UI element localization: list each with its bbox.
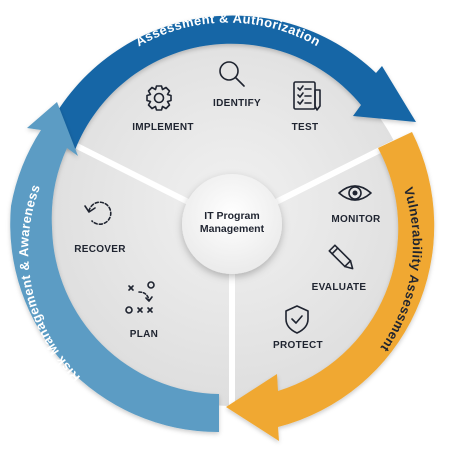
item-evaluate-label: EVALUATE [312, 282, 367, 293]
item-test-label: TEST [292, 122, 319, 133]
item-plan-label: PLAN [130, 329, 158, 340]
arc-risk-management-awareness [10, 102, 220, 433]
checklist-icon [293, 81, 321, 111]
eye-icon [338, 185, 372, 201]
magnifier-icon [219, 61, 245, 87]
center-title-line1: IT Program [204, 210, 259, 222]
item-test: TEST [292, 81, 321, 133]
arc-top-band [42, 15, 416, 151]
item-protect-label: PROTECT [273, 340, 323, 351]
item-implement: IMPLEMENT [132, 85, 194, 133]
pencil-icon [328, 244, 354, 270]
item-plan: PLAN [125, 281, 158, 340]
item-identify: IDENTIFY [213, 61, 261, 109]
item-recover: RECOVER [74, 201, 126, 255]
item-identify-label: IDENTIFY [213, 98, 261, 109]
item-evaluate: EVALUATE [312, 244, 367, 293]
item-monitor-label: MONITOR [331, 214, 381, 225]
center-title-line2: Management [200, 223, 265, 235]
item-implement-label: IMPLEMENT [132, 122, 194, 133]
arc-vulnerability-assessment [226, 132, 435, 441]
refresh-icon [84, 201, 112, 225]
item-monitor: MONITOR [331, 185, 381, 225]
arc-right-band [226, 132, 435, 441]
item-recover-label: RECOVER [74, 244, 126, 255]
shield-check-icon [285, 305, 309, 334]
center-hub: IT Program Management [182, 174, 282, 274]
arc-assessment-authorization [42, 15, 416, 151]
arc-left-band [10, 102, 220, 433]
gear-icon [146, 85, 172, 111]
item-protect: PROTECT [273, 305, 323, 351]
play-diagram-icon [125, 281, 155, 314]
